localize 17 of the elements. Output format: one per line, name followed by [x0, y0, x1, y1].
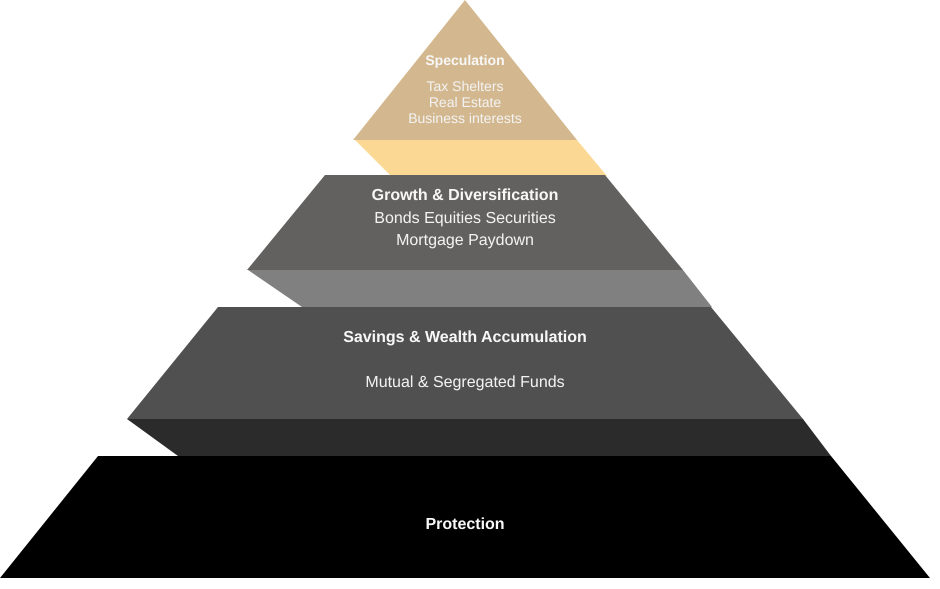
tier-heading: Growth & Diversification: [372, 186, 558, 206]
tier-item: Bonds Equities Securities: [374, 209, 556, 229]
tier-heading: Savings & Wealth Accumulation: [343, 328, 587, 348]
pyramid-tier: [247, 175, 683, 270]
pyramid-apex: [353, 0, 577, 140]
tier-item: Tax Shelters: [426, 78, 504, 94]
tier-side-face: [127, 419, 831, 456]
tier-side-face: [248, 270, 712, 307]
tier-item: Mutual & Segregated Funds: [365, 373, 565, 393]
tier-heading: Protection: [425, 515, 505, 535]
pyramid-base: [0, 456, 930, 578]
tier-heading: Speculation: [425, 51, 505, 69]
tier-item: Real Estate: [428, 94, 502, 110]
tier-side-face: [355, 140, 607, 176]
pyramid-tier: [127, 307, 803, 419]
tier-item: Mortgage Paydown: [396, 231, 534, 251]
tier-item: Business interests: [408, 110, 522, 126]
